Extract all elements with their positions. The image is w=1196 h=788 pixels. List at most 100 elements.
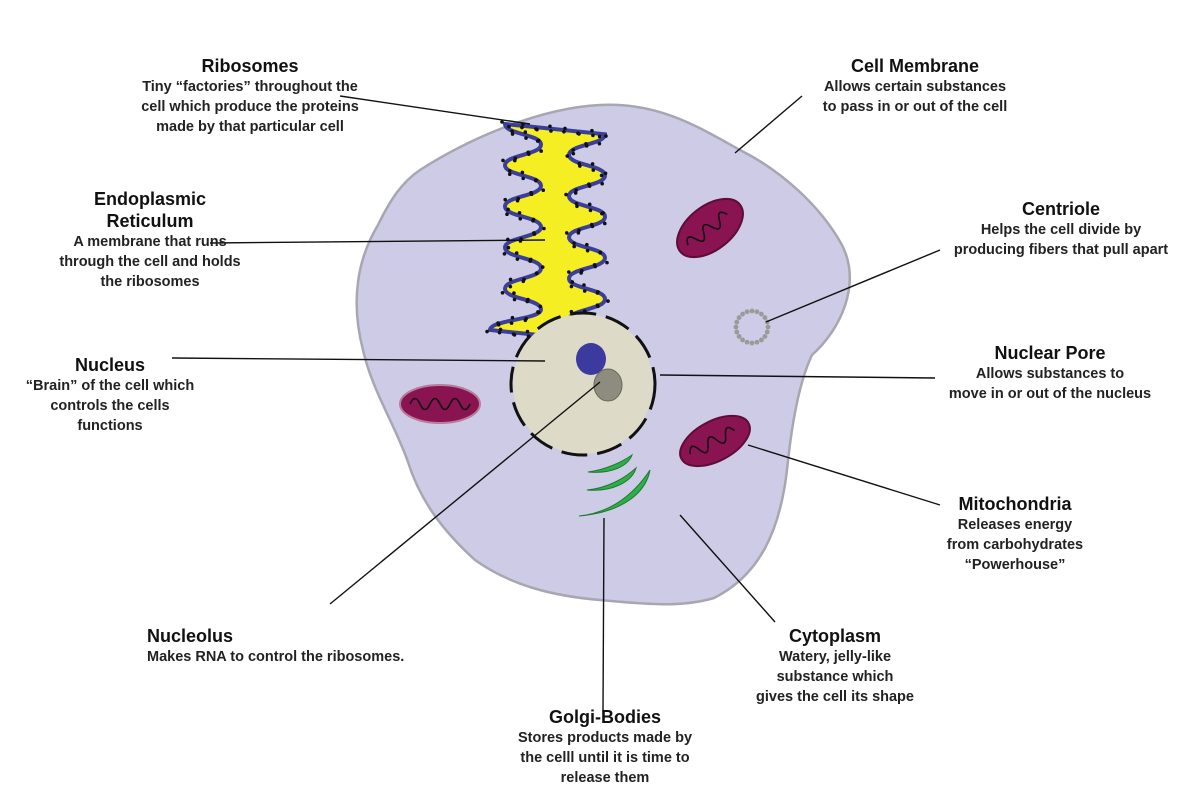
ribosome-dot xyxy=(529,190,533,195)
ribosome-dot xyxy=(591,133,595,138)
ribosome-dot xyxy=(507,168,512,173)
ribosome-dot xyxy=(510,315,515,320)
centriole-dot xyxy=(733,324,739,330)
line-mitochondria xyxy=(747,444,941,506)
ribosome-dot xyxy=(577,161,581,166)
ribosome-dot xyxy=(587,202,592,207)
ribosome-dot xyxy=(597,134,602,139)
ribosome-dot xyxy=(571,148,576,152)
ribosome-dot xyxy=(496,321,500,325)
ribosome-dot xyxy=(503,197,508,202)
ribosome-dot xyxy=(590,224,595,229)
ribosome-dot xyxy=(572,244,576,249)
er-desc: A membrane that runs through the cell an… xyxy=(59,234,241,290)
ribosome-dot xyxy=(509,321,514,325)
ribosome-dot xyxy=(514,251,519,255)
ribosome-dot xyxy=(564,192,568,197)
ribosome-dot xyxy=(512,291,516,295)
ribosome-dot xyxy=(563,126,567,131)
nuclear-pore-title: Nuclear Pore xyxy=(994,343,1106,363)
ribosome-dot xyxy=(595,291,600,295)
ribosome-dot xyxy=(584,144,589,148)
ribosome-dot xyxy=(606,299,610,303)
nuclear-pore-desc: Allows substances to move in or out of t… xyxy=(948,366,1152,402)
ribosome-dot xyxy=(520,125,524,130)
label-mitochondria: Mitochondria Releases energy from carboh… xyxy=(910,493,1120,575)
ribosome-dot xyxy=(524,136,528,140)
ribosome-dot xyxy=(548,124,552,129)
ribosome-dot xyxy=(512,297,517,302)
label-cytoplasm: Cytoplasm Watery, jelly-like substance w… xyxy=(725,625,945,707)
centriole-dot xyxy=(754,339,760,345)
ribosome-dot xyxy=(526,297,530,302)
ribosome-dot xyxy=(549,129,553,133)
ribosome-dot xyxy=(526,150,530,155)
ribosome-dot xyxy=(525,329,530,334)
ribosome-dot xyxy=(582,289,587,293)
centriole-dot xyxy=(734,329,740,335)
golgi-desc: Stores products made by the celll until … xyxy=(517,730,693,786)
label-centriole: Centriole Helps the cell divide by produ… xyxy=(930,198,1192,260)
centriole-dot xyxy=(740,311,745,317)
ribosome-dot xyxy=(521,279,526,284)
ribosome-dot xyxy=(576,131,580,136)
er-title-line1: Endoplasmic xyxy=(93,189,207,209)
centriole-dot xyxy=(759,311,764,317)
golgi-bodies xyxy=(578,453,651,517)
ribosome-dot xyxy=(585,248,590,253)
ribosome-dot xyxy=(542,226,546,231)
ribosome-dot xyxy=(564,231,569,235)
line-nuclear-pore xyxy=(659,374,936,379)
ribosome-dot xyxy=(570,280,575,284)
line-cell-membrane xyxy=(734,95,803,154)
ribosome-dot xyxy=(582,283,586,287)
centriole-desc: Helps the cell divide by producing fiber… xyxy=(953,222,1169,258)
line-ribosomes xyxy=(339,95,531,125)
ribosome-dot xyxy=(506,207,510,212)
ribosome-dot xyxy=(515,257,520,261)
ribosomes-desc: Tiny “factories” throughout the cell whi… xyxy=(141,79,359,135)
ribosome-dot xyxy=(591,168,596,172)
nuclear-envelope-dashed xyxy=(509,311,657,457)
line-golgi xyxy=(602,517,605,713)
ribosome-dot xyxy=(515,198,520,203)
ribosome-dot xyxy=(571,151,576,156)
ribosome-dot xyxy=(510,129,514,134)
ribosome-dot xyxy=(498,327,503,332)
line-centriole xyxy=(765,249,941,323)
line-cytoplasm xyxy=(679,514,776,623)
ribosome-dot xyxy=(601,211,605,215)
nucleus xyxy=(509,311,657,457)
cell-membrane-desc: Allows certain substances to pass in or … xyxy=(822,79,1008,115)
ribosome-dot xyxy=(604,134,608,138)
ribosome-dot xyxy=(598,251,603,255)
ribosome-dot xyxy=(502,252,507,256)
mitochondria-desc: Releases energy from carbohydrates “Powe… xyxy=(946,517,1084,573)
nucleolus-title: Nucleolus xyxy=(147,626,234,646)
ribosome-dot xyxy=(529,257,533,262)
ribosomes-title: Ribosomes xyxy=(201,56,299,76)
cytoplasm-desc: Watery, jelly-like substance which gives… xyxy=(756,649,914,705)
ribosome-dot xyxy=(534,271,539,275)
centriole-dot xyxy=(749,308,755,314)
ribosome-dot xyxy=(538,304,543,309)
ribosome-dot xyxy=(572,241,576,245)
line-nucleus xyxy=(171,357,546,362)
ribosome-dot xyxy=(500,120,504,124)
label-endoplasmic-reticulum: Endoplasmic Reticulum A membrane that ru… xyxy=(20,188,280,292)
centriole-dot xyxy=(749,340,755,346)
ribosome-dot xyxy=(534,178,538,182)
ribosome-dot xyxy=(523,318,528,323)
nucleus-body xyxy=(513,314,653,454)
centriole-title: Centriole xyxy=(1021,199,1100,219)
mitochondrion-left xyxy=(399,384,481,424)
ribosome-dot xyxy=(510,132,515,136)
ribosome-dot xyxy=(599,173,604,178)
ribosome-dot xyxy=(574,188,578,192)
ribosome-dot xyxy=(507,172,512,177)
er-title-line2: Reticulum xyxy=(106,211,194,231)
ribosome-dot xyxy=(565,154,570,158)
ribosome-dot xyxy=(520,170,525,175)
ribosome-dot xyxy=(590,128,594,133)
